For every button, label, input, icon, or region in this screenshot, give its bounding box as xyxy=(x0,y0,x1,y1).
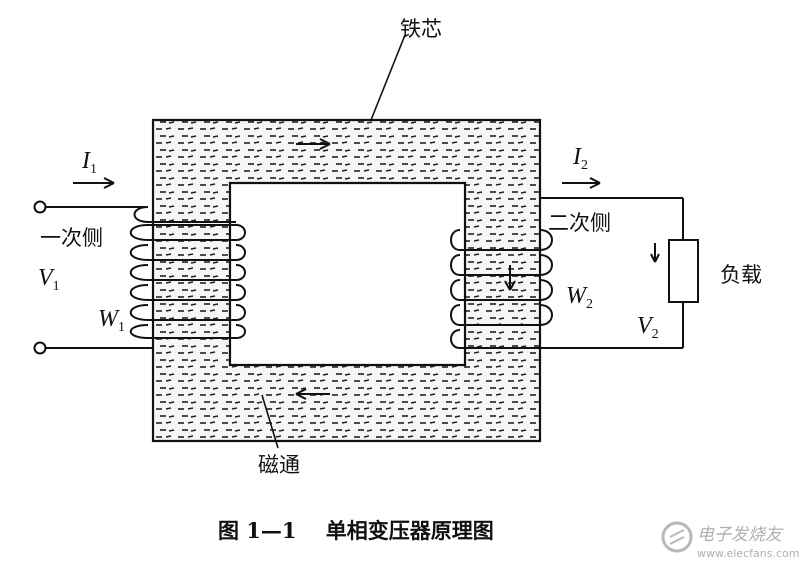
current-arrows xyxy=(73,177,601,189)
flux-leader-line xyxy=(261,394,279,449)
core-label: 铁芯 xyxy=(400,17,442,41)
secondary-side-label: 二次侧 xyxy=(548,211,611,235)
secondary-winding xyxy=(450,229,553,349)
load-label: 负载 xyxy=(720,263,762,287)
i2-symbol: I2 xyxy=(572,144,588,173)
iron-core xyxy=(151,118,542,443)
i1-symbol: I1 xyxy=(81,148,97,177)
watermark: 电子发烧友 www.elecfans.com xyxy=(661,521,799,560)
w2-symbol: W2 xyxy=(566,283,593,312)
w1-symbol: W1 xyxy=(98,306,125,335)
figure-caption: 图 1—1 单相变压器原理图 xyxy=(218,518,494,543)
secondary-circuit xyxy=(540,197,699,349)
watermark-url: www.elecfans.com xyxy=(697,547,799,560)
flux-label: 磁通 xyxy=(258,453,300,477)
v1-symbol: V1 xyxy=(38,265,60,294)
load-resistor xyxy=(668,239,699,303)
v2-symbol: V2 xyxy=(637,313,659,342)
watermark-logo-icon xyxy=(661,521,693,553)
watermark-brand: 电子发烧友 xyxy=(697,525,784,545)
primary-leads xyxy=(33,200,152,355)
terminal-bottom xyxy=(33,341,47,355)
flux-arrows xyxy=(295,138,516,400)
core-leader-line xyxy=(370,34,406,121)
terminal-top xyxy=(33,200,47,214)
primary-winding xyxy=(129,206,246,339)
primary-side-label: 一次侧 xyxy=(40,226,103,250)
